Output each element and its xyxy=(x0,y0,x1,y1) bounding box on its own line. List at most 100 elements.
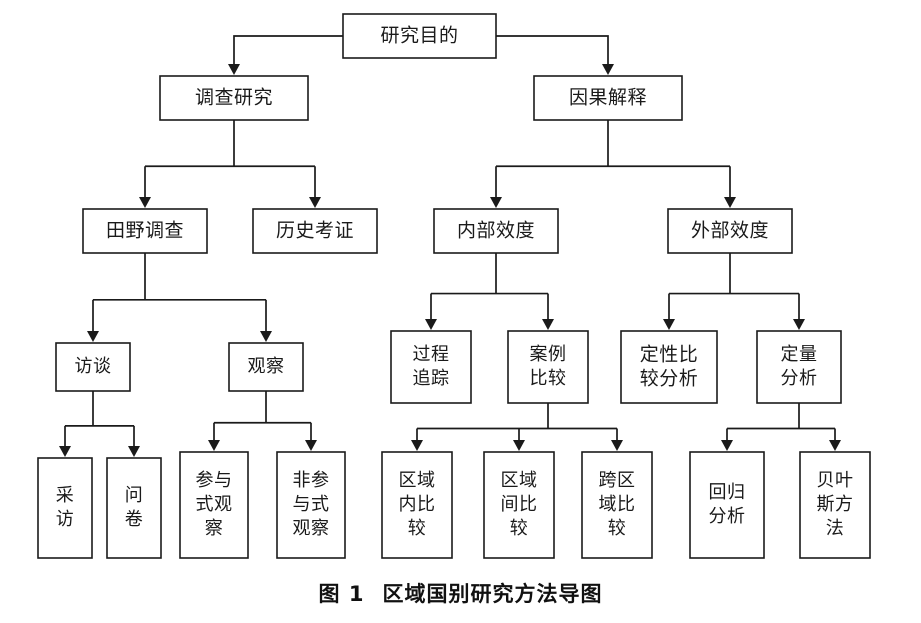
node-label-qualitative: 较分析 xyxy=(640,368,699,390)
node-box-causal xyxy=(533,75,683,121)
figure-caption-title: 区域国别研究方法导图 xyxy=(382,582,603,606)
arrow-head-icon xyxy=(59,446,71,457)
arrow-head-icon xyxy=(793,319,805,330)
node-box-interregion xyxy=(483,451,555,559)
arrow-head-icon xyxy=(228,64,240,75)
arrow-head-icon xyxy=(87,331,99,342)
arrow-head-icon xyxy=(611,440,623,451)
node-survey: 调查研究 xyxy=(159,75,309,121)
node-internal: 内部效度 xyxy=(433,208,559,254)
node-observation: 观察 xyxy=(228,342,304,392)
node-wenjuan: 问卷 xyxy=(106,457,162,559)
node-box-observation xyxy=(228,342,304,392)
node-label-intraregion: 内比 xyxy=(399,494,436,515)
node-label-quantitative: 分析 xyxy=(781,368,818,389)
node-box-quantitative xyxy=(756,330,842,404)
node-label-participant: 式观 xyxy=(196,494,233,515)
node-label-interregion: 区域 xyxy=(501,470,538,491)
node-external: 外部效度 xyxy=(667,208,793,254)
node-label-regression: 回归 xyxy=(709,482,746,503)
node-label-external: 外部效度 xyxy=(691,220,769,242)
node-label-intraregion: 区域 xyxy=(399,470,436,491)
node-label-internal: 内部效度 xyxy=(457,220,535,242)
node-label-caifang: 采 xyxy=(56,485,75,506)
arrow-head-icon xyxy=(208,440,220,451)
arrow-head-icon xyxy=(490,197,502,208)
node-label-bayesian: 法 xyxy=(826,518,845,539)
node-box-external xyxy=(667,208,793,254)
node-label-interview: 访谈 xyxy=(75,356,112,377)
node-label-nonparticip: 观察 xyxy=(293,518,330,539)
arrow-head-icon xyxy=(425,319,437,330)
node-fieldwork: 田野调查 xyxy=(82,208,208,254)
node-box-nonparticip xyxy=(276,451,346,559)
arrow-head-icon xyxy=(663,319,675,330)
arrow-head-icon xyxy=(411,440,423,451)
node-label-caifang: 访 xyxy=(56,509,75,530)
node-label-observation: 观察 xyxy=(248,356,285,377)
node-label-crossregion: 跨区 xyxy=(599,470,636,491)
arrow-head-icon xyxy=(128,446,140,457)
node-box-bayesian xyxy=(799,451,871,559)
connectors-layer xyxy=(59,35,841,457)
node-label-process: 追踪 xyxy=(413,368,450,389)
arrow-head-icon xyxy=(721,440,733,451)
node-box-crossregion xyxy=(581,451,653,559)
node-label-process: 过程 xyxy=(413,344,450,365)
node-label-historical: 历史考证 xyxy=(276,220,354,242)
figure-caption: 图 1 区域国别研究方法导图 xyxy=(0,578,921,608)
nodes-layer: 研究目的调查研究因果解释田野调查历史考证内部效度外部效度访谈观察过程追踪案例比较… xyxy=(37,13,871,559)
node-box-regression xyxy=(689,451,765,559)
node-label-causal: 因果解释 xyxy=(569,87,647,109)
node-box-intraregion xyxy=(381,451,453,559)
node-box-interview xyxy=(55,342,131,392)
node-causal: 因果解释 xyxy=(533,75,683,121)
node-label-bayesian: 斯方 xyxy=(817,494,854,515)
node-box-survey xyxy=(159,75,309,121)
node-historical: 历史考证 xyxy=(252,208,378,254)
edge-root-survey xyxy=(233,35,343,65)
arrow-head-icon xyxy=(139,197,151,208)
node-label-interregion: 较 xyxy=(510,518,529,539)
node-box-fieldwork xyxy=(82,208,208,254)
arrow-head-icon xyxy=(305,440,317,451)
node-label-survey: 调查研究 xyxy=(195,87,273,109)
arrow-head-icon xyxy=(513,440,525,451)
node-label-qualitative: 定性比 xyxy=(640,344,699,366)
node-label-intraregion: 较 xyxy=(408,518,427,539)
node-label-participant: 参与 xyxy=(196,470,233,491)
node-label-wenjuan: 卷 xyxy=(125,509,144,530)
node-box-process xyxy=(390,330,472,404)
figure-caption-label: 图 1 xyxy=(318,582,365,606)
arrow-head-icon xyxy=(542,319,554,330)
node-box-qualitative xyxy=(620,330,718,404)
arrow-head-icon xyxy=(309,197,321,208)
edge-root-causal xyxy=(496,35,609,65)
node-label-root: 研究目的 xyxy=(380,25,458,47)
node-label-bayesian: 贝叶 xyxy=(817,470,854,491)
node-label-interregion: 间比 xyxy=(501,494,538,515)
node-label-crossregion: 域比 xyxy=(599,494,636,515)
node-box-root xyxy=(342,13,497,59)
node-box-caifang xyxy=(37,457,93,559)
node-label-wenjuan: 问 xyxy=(125,485,144,506)
node-label-regression: 分析 xyxy=(709,506,746,527)
node-label-nonparticip: 与式 xyxy=(293,494,330,515)
node-label-casecomp: 比较 xyxy=(530,368,567,389)
arrow-head-icon xyxy=(829,440,841,451)
node-label-quantitative: 定量 xyxy=(781,344,818,365)
arrow-head-icon xyxy=(260,331,272,342)
node-label-nonparticip: 非参 xyxy=(293,470,330,491)
node-label-fieldwork: 田野调查 xyxy=(106,220,184,242)
arrow-head-icon xyxy=(602,64,614,75)
